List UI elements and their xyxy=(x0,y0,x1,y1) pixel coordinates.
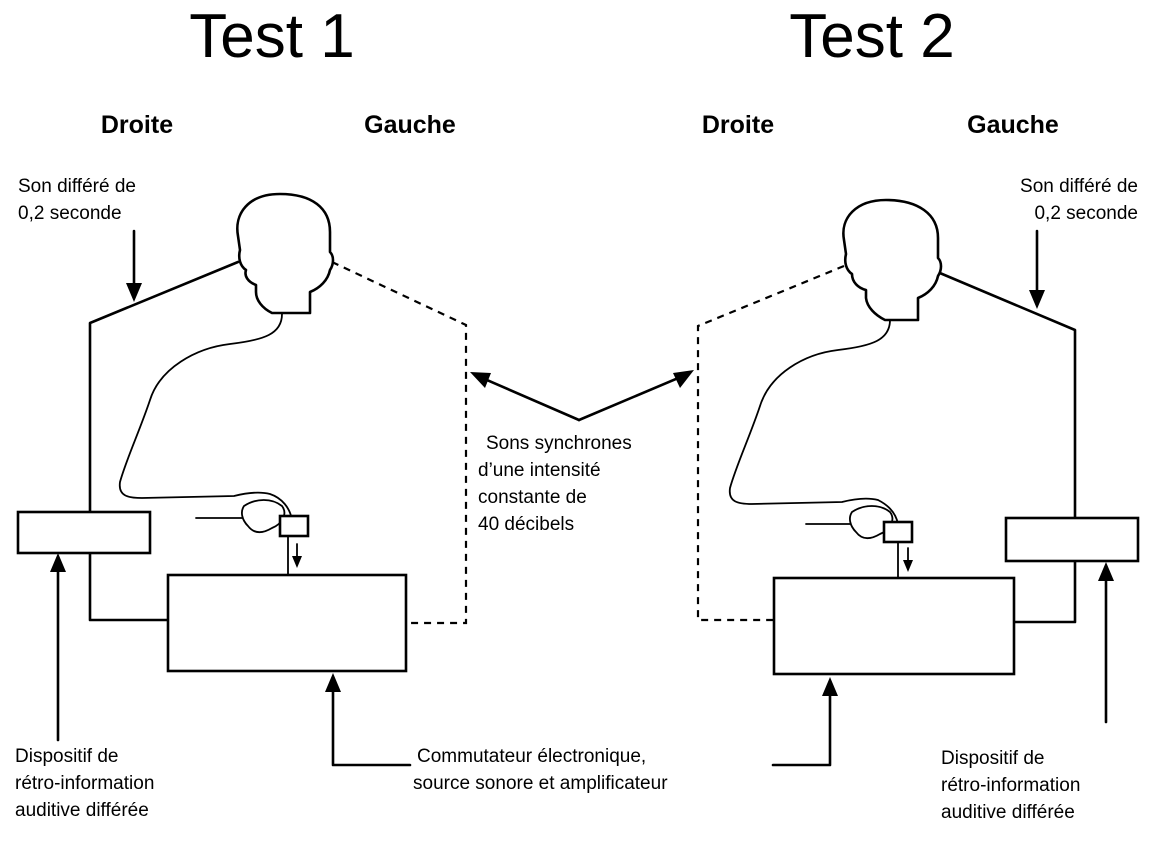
test-1-feedback-device xyxy=(16,510,152,555)
test-1-left-ear-wire xyxy=(331,261,468,625)
test-2-panel: Test 2 Droite Gauche Son différé de 0,2 … xyxy=(696,2,1140,823)
test-1-switch-arrowhead xyxy=(325,673,341,692)
test-2-right-ear-header: Droite xyxy=(702,111,774,139)
test-1-device-arrowhead xyxy=(50,553,66,572)
test-2-head-icon xyxy=(842,198,943,322)
test-1-panel: Test 1 Droite Gauche Son différé de 0,2 … xyxy=(15,2,468,821)
test-2-delayed-sound-arrowhead xyxy=(1029,290,1045,309)
test-2-left-ear-header: Gauche xyxy=(967,111,1059,139)
test-2-device-arrowhead xyxy=(1098,562,1114,581)
test-1-delayed-sound-arrowhead xyxy=(126,283,142,302)
test-1-arm xyxy=(118,313,293,521)
test-2-device-label-line-1: Dispositif de xyxy=(941,748,1045,769)
test-2-response-button xyxy=(882,520,914,544)
test-2-switch-pointer xyxy=(771,693,832,767)
test-2-left-ear-wire xyxy=(926,266,1077,624)
synchronous-sounds-line-2: d’une intensité xyxy=(478,460,601,481)
test-1-delayed-sound-line-1: Son différé de xyxy=(18,176,136,197)
test-2-press-arrowhead xyxy=(903,560,913,572)
test-1-switch-box xyxy=(166,573,408,673)
switch-label-line-1: Commutateur électronique, xyxy=(417,746,646,767)
test-1-title: Test 1 xyxy=(189,2,354,71)
test-1-response-button xyxy=(278,514,310,538)
test-1-device-label-line-1: Dispositif de xyxy=(15,746,119,767)
test-2-feedback-device xyxy=(1004,516,1140,563)
test-2-switch-arrowhead xyxy=(822,677,838,696)
test-2-device-label-line-3: auditive différée xyxy=(941,802,1075,823)
test-1-press-arrowhead xyxy=(292,556,302,568)
test-1-device-label-line-2: rétro-information xyxy=(15,773,154,794)
synchronous-sounds-line-4: 40 décibels xyxy=(478,514,574,535)
test-2-title: Test 2 xyxy=(789,2,954,71)
synchronous-sounds-group: Sons synchrones d’une intensité constant… xyxy=(470,370,694,535)
test-2-arm xyxy=(728,319,899,525)
synchronous-sounds-arrow-left xyxy=(478,375,581,422)
test-1-switch-pointer xyxy=(331,688,412,767)
test-1-head-icon xyxy=(236,192,335,315)
test-1-delayed-sound-line-2: 0,2 seconde xyxy=(18,203,122,224)
test-2-delayed-sound-line-2: 0,2 seconde xyxy=(1034,203,1138,224)
test-1-device-label-line-3: auditive différée xyxy=(15,800,149,821)
test-2-hand-icon xyxy=(849,505,894,540)
test-2-right-ear-wire xyxy=(696,264,845,622)
switch-label-group: Commutateur électronique, source sonore … xyxy=(413,746,668,794)
synchronous-sounds-arrow-right xyxy=(577,374,685,422)
test-2-device-label-line-2: rétro-information xyxy=(941,775,1080,796)
test-1-hand-icon xyxy=(241,499,286,534)
test-2-delayed-sound-line-1: Son différé de xyxy=(1020,176,1138,197)
test-1-right-ear-header: Droite xyxy=(101,111,173,139)
synchronous-sounds-arrowhead-left xyxy=(470,372,491,388)
switch-label-line-2: source sonore et amplificateur xyxy=(413,773,668,794)
test-2-switch-box xyxy=(772,576,1016,676)
synchronous-sounds-line-3: constante de xyxy=(478,487,587,508)
synchronous-sounds-arrowhead-right xyxy=(673,370,694,388)
test-1-left-ear-header: Gauche xyxy=(364,111,456,139)
synchronous-sounds-line-1: Sons synchrones xyxy=(486,433,632,454)
test-1-right-ear-wire xyxy=(88,260,240,622)
